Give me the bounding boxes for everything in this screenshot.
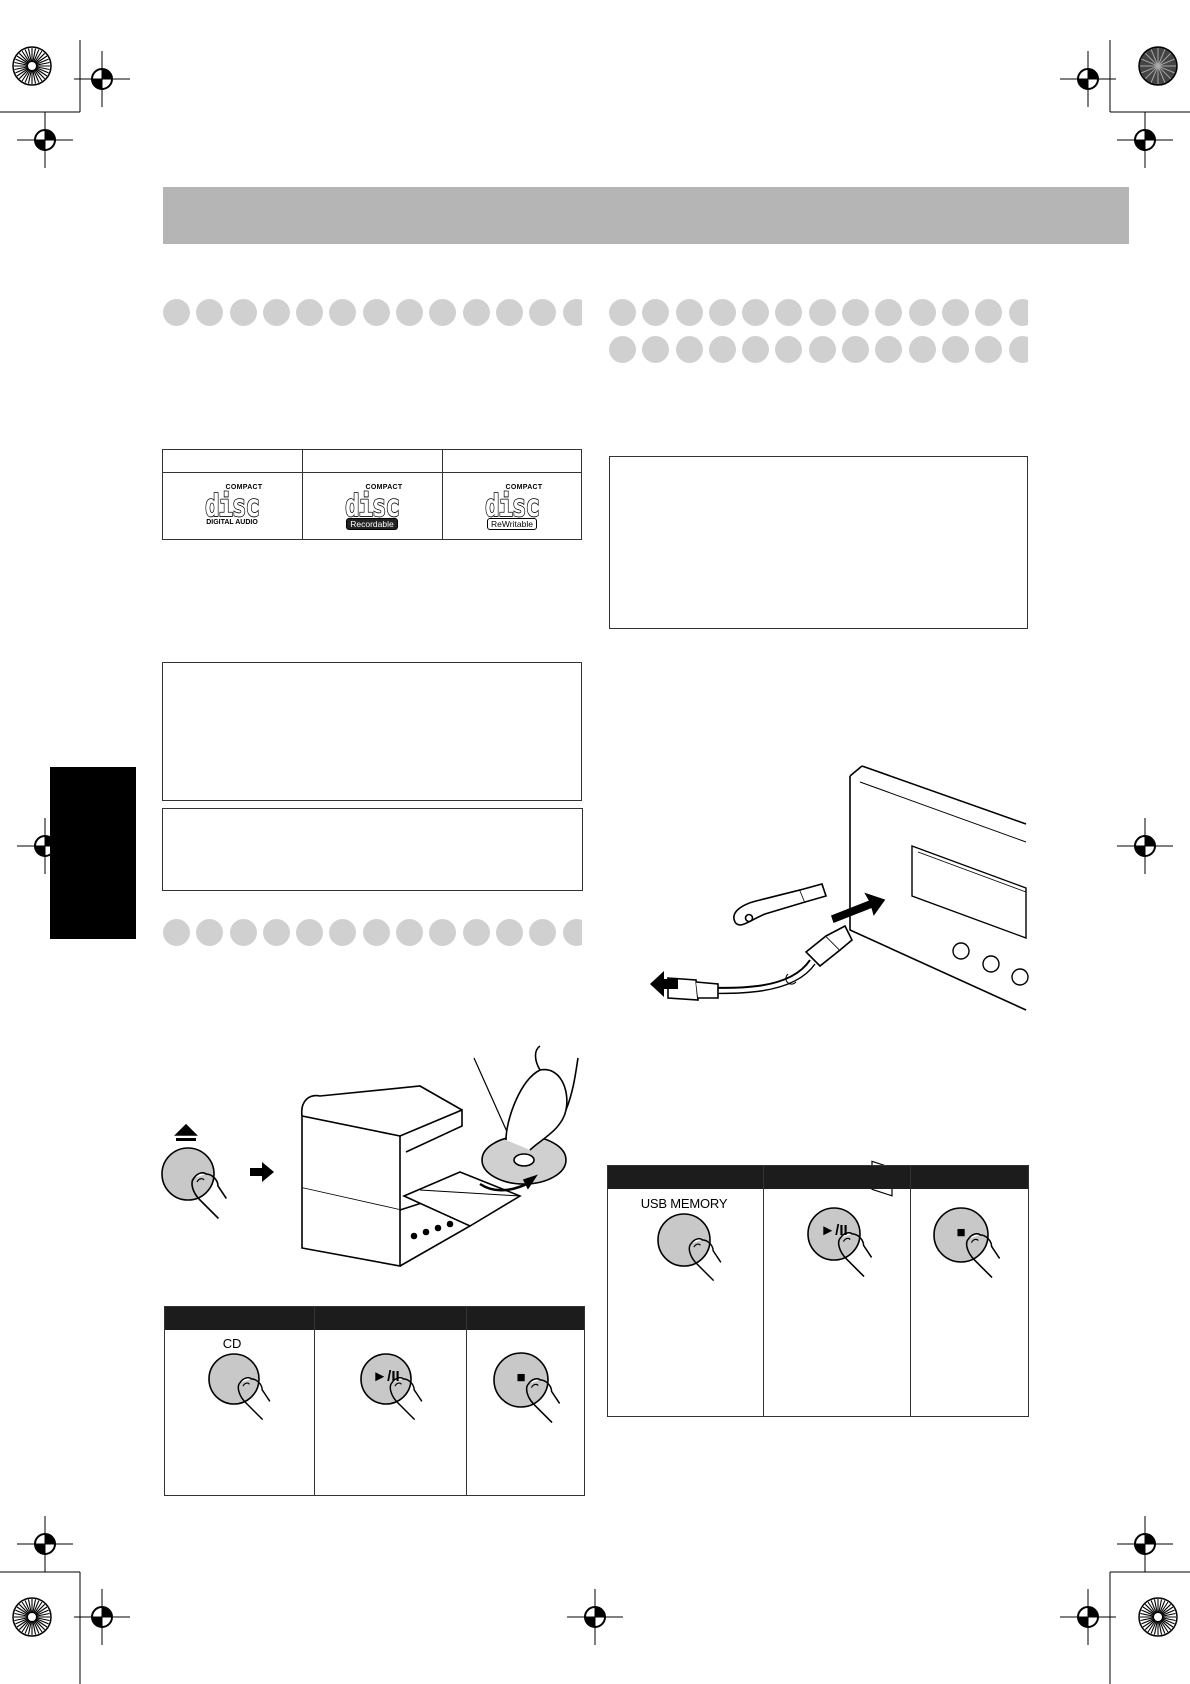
play-pause-icon: ►/II [820, 1222, 848, 1239]
registration-mark-top-right [1060, 40, 1190, 168]
cd-table-header [165, 1307, 584, 1330]
usb-stop-button[interactable] [932, 1206, 1012, 1282]
registration-mark-bottom-left [0, 1516, 130, 1684]
disc-logo-table: COMPACT disc DIGITAL AUDIO COMPACT disc … [162, 449, 582, 540]
stop-icon: ■ [516, 1369, 526, 1386]
registration-mark-mid-right [1117, 818, 1173, 874]
logo-disc-text: disc [344, 488, 400, 524]
cd-eject-illustration [161, 1045, 579, 1267]
logo-compact-text: COMPACT [225, 484, 263, 491]
usb-memory-source-button[interactable] [656, 1212, 728, 1284]
note-box-left-1 [162, 662, 582, 801]
logo-sub-text: DIGITAL AUDIO [206, 519, 258, 526]
cd-table-divider [314, 1307, 315, 1495]
section-side-tab [50, 767, 136, 939]
cd-source-button-label: CD [222, 1336, 242, 1351]
play-pause-icon: ►/II [372, 1368, 400, 1385]
usb-device-illustration [650, 765, 1029, 1197]
header-band [163, 187, 1129, 244]
dotted-rule-left-2 [163, 918, 582, 947]
cd-table-divider [466, 1307, 467, 1495]
disc-table-header [163, 450, 581, 473]
cd-operation-table [164, 1306, 585, 1496]
usb-play-pause-button[interactable] [806, 1206, 878, 1280]
usb-operation-table [607, 1165, 1029, 1417]
logo-sub-text: ReWritable [487, 518, 537, 530]
compact-disc-digital-audio-logo: COMPACT disc DIGITAL AUDIO [197, 484, 267, 530]
cd-stop-button[interactable] [491, 1351, 571, 1427]
dotted-rule-right-1 [609, 298, 1028, 327]
compact-disc-recordable-logo: COMPACT disc Recordable [337, 484, 407, 530]
usb-table-header [608, 1166, 1028, 1189]
logo-disc-text: disc [484, 488, 540, 524]
logo-disc-text: disc [204, 488, 260, 524]
cd-play-pause-button[interactable] [358, 1352, 428, 1422]
logo-compact-text: COMPACT [505, 484, 543, 491]
registration-mark-bottom-right [1060, 1516, 1190, 1684]
registration-mark-top-left [0, 40, 130, 168]
note-box-left-2 [162, 808, 583, 891]
logo-sub-text: Recordable [346, 518, 398, 530]
disc-table-divider [442, 450, 443, 539]
registration-mark-bottom-center [567, 1589, 623, 1645]
stop-icon: ■ [956, 1224, 966, 1241]
cd-source-button[interactable] [206, 1352, 276, 1422]
compact-disc-rewritable-logo: COMPACT disc ReWritable [477, 484, 547, 530]
usb-table-divider [763, 1166, 764, 1416]
usb-source-button-label: USB MEMORY [640, 1196, 728, 1211]
note-box-right [609, 456, 1028, 629]
disc-table-divider [302, 450, 303, 539]
dotted-rule-right-2 [609, 335, 1028, 364]
usb-table-divider [910, 1166, 911, 1416]
dotted-rule-left-1 [163, 298, 582, 327]
logo-compact-text: COMPACT [365, 484, 403, 491]
